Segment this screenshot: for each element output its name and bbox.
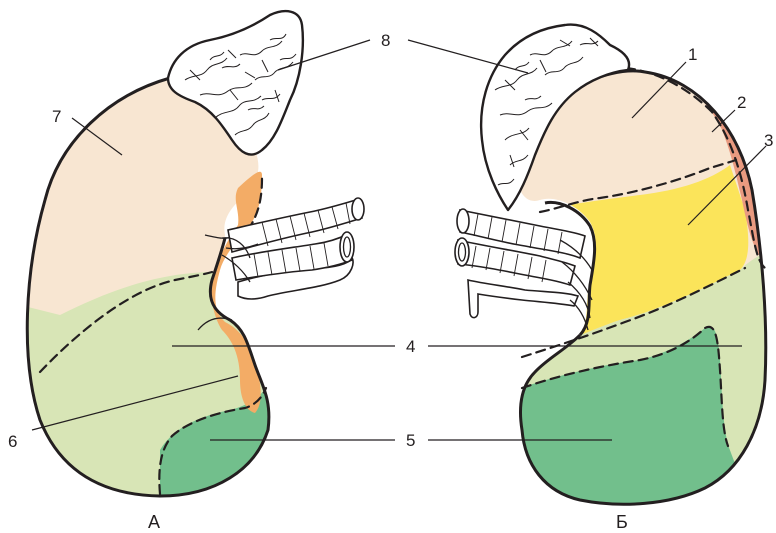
caption-left-view: А	[148, 512, 160, 532]
label-3: 3	[764, 131, 773, 150]
label-5: 5	[406, 431, 415, 450]
right-kidney	[455, 25, 776, 530]
caption-right-view: Б	[616, 512, 628, 532]
label-7: 7	[52, 107, 61, 126]
label-4: 4	[406, 337, 415, 356]
left-kidney	[0, 11, 364, 520]
label-8: 8	[381, 31, 390, 50]
right-ureter	[468, 280, 578, 318]
label-2: 2	[737, 93, 746, 112]
label-1: 1	[688, 45, 697, 64]
label-6: 6	[8, 432, 17, 451]
